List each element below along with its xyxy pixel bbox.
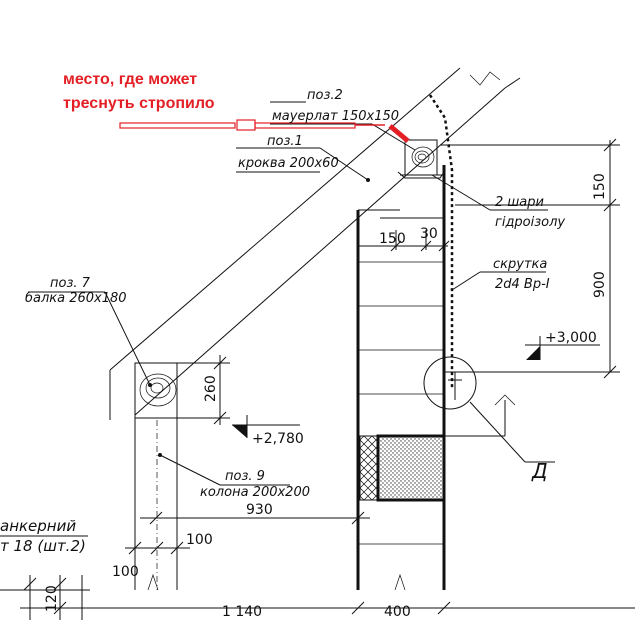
label-waterproof-1: 2 шари [495, 195, 544, 210]
crack-note-arrow [119, 119, 385, 131]
dim-400: 400 [384, 604, 411, 620]
label-beam: балка 260х180 [25, 291, 127, 306]
dim-150: 150 [379, 231, 406, 247]
label-node: Д [531, 459, 548, 483]
dim-100-left: 100 [112, 564, 139, 580]
dim-1140: 1 140 [222, 604, 262, 620]
dim-120: 120 [44, 585, 60, 612]
label-pos2: поз.2 [307, 88, 343, 103]
insulation-hatch [359, 435, 379, 501]
label-column: колона 200х200 [200, 485, 310, 500]
label-mauerlat: мауерлат 150х150 [272, 109, 399, 124]
column-pos9 [134, 418, 178, 591]
crack-note-line1: место, где может [63, 71, 197, 88]
dim-260: 260 [203, 375, 219, 402]
dim-100-right: 100 [186, 532, 213, 548]
lower-slab [444, 371, 516, 437]
label-pos1: поз.1 [267, 134, 303, 149]
dimension-lines [0, 138, 635, 620]
mauerlat [397, 139, 445, 179]
dim-930: 930 [246, 502, 273, 518]
label-twist-2: 2d4 Вр-І [495, 277, 550, 292]
crack-marker [388, 124, 410, 143]
level-plus2780: +2,780 [252, 431, 304, 447]
rafter [109, 67, 521, 420]
dim-150-top: 150 [592, 173, 608, 200]
leader-lines [0, 101, 548, 537]
beam-pos7 [134, 362, 178, 419]
lintel [376, 434, 446, 502]
label-pos7: поз. 7 [50, 276, 91, 291]
label-anchor-2: т 18 (шт.2) [0, 537, 86, 555]
label-waterproof-2: гідроізолу [495, 215, 565, 230]
label-pos9: поз. 9 [225, 469, 265, 484]
label-twist-1: скрутка [493, 257, 547, 272]
dim-900: 900 [592, 271, 608, 298]
twist-chain [428, 94, 454, 390]
label-anchor-1: анкерний [0, 517, 76, 535]
label-rafter: кроква 200х60 [238, 156, 339, 171]
crack-note-line2: треснуть стропило [63, 95, 215, 112]
level-marker-2780 [232, 415, 300, 438]
level-plus3000: +3,000 [545, 330, 597, 346]
level-marker-3000 [525, 336, 600, 360]
node-circle [423, 356, 555, 463]
dim-30: 30 [420, 226, 438, 242]
